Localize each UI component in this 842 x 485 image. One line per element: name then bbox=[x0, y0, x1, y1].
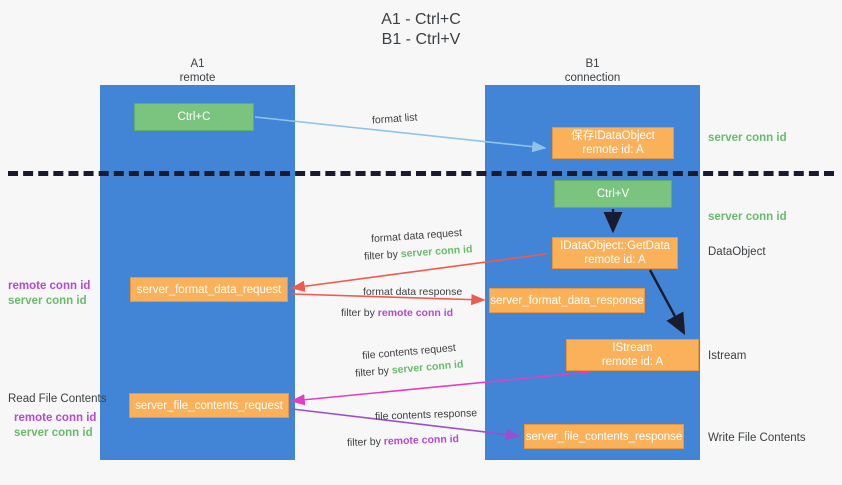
label-server-conn-id-left-bottom: server conn id bbox=[14, 427, 93, 439]
label-remote-conn-id-top: remote conn id bbox=[8, 280, 91, 292]
box-istream-line-2: remote id: A bbox=[601, 356, 664, 368]
session-divider bbox=[8, 171, 834, 176]
caption-format-data-response: format data response bbox=[363, 286, 463, 298]
box-server-format-data-response[interactable]: server_format_data_response bbox=[489, 288, 645, 313]
lane-a1-title: A1 bbox=[190, 58, 205, 70]
box-ctrl-v-label: Ctrl+V bbox=[596, 188, 630, 200]
lane-b1-title: B1 bbox=[585, 58, 600, 70]
caption-format-list: format list bbox=[371, 111, 418, 127]
box-ctrl-c-label: Ctrl+C bbox=[177, 111, 211, 123]
box-server-file-contents-request-label: server_file_contents_request bbox=[135, 399, 283, 412]
lane-header-a1: A1 remote bbox=[100, 57, 295, 85]
lane-a1-subtitle: remote bbox=[179, 72, 216, 84]
box-ctrl-v[interactable]: Ctrl+V bbox=[554, 180, 672, 208]
box-save-idataobject-line-2: remote id: A bbox=[582, 144, 644, 156]
lane-header-b1: B1 connection bbox=[485, 57, 700, 85]
caption-filter-value-4: remote conn id bbox=[383, 433, 460, 448]
caption-filter-by-3: filter by bbox=[354, 364, 390, 380]
box-server-file-contents-request[interactable]: server_file_contents_request bbox=[129, 393, 289, 418]
box-server-format-data-request[interactable]: server_format_data_request bbox=[130, 277, 288, 302]
caption-file-contents-response-filter: filter by remote conn id bbox=[347, 432, 459, 450]
box-server-format-data-request-label: server_format_data_request bbox=[136, 283, 282, 296]
box-istream-line-1: IStream bbox=[612, 342, 653, 354]
caption-filter-value-2: remote conn id bbox=[377, 307, 454, 319]
label-istream: Istream bbox=[708, 350, 747, 362]
caption-filter-value-1: server conn id bbox=[400, 243, 473, 261]
label-server-conn-id-top: server conn id bbox=[708, 132, 787, 144]
caption-filter-by-2: filter by bbox=[341, 307, 375, 319]
box-server-format-data-response-label: server_format_data_response bbox=[490, 294, 644, 307]
label-remote-conn-id-bottom: remote conn id bbox=[14, 412, 97, 424]
label-write-file-contents: Write File Contents bbox=[708, 432, 806, 444]
caption-filter-by-4: filter by bbox=[346, 435, 382, 449]
caption-file-contents-response: file contents response bbox=[374, 407, 478, 423]
box-server-file-contents-response[interactable]: server_file_contents_response bbox=[524, 424, 684, 449]
label-read-file-contents: Read File Contents bbox=[8, 393, 107, 405]
label-left-conn-ids-top: remote conn id server conn id bbox=[8, 279, 90, 309]
label-dataobject: DataObject bbox=[708, 246, 766, 258]
caption-filter-by-1: filter by bbox=[363, 248, 399, 263]
diagram-title: A1 - Ctrl+C B1 - Ctrl+V bbox=[0, 10, 842, 50]
caption-format-data-response-filter: filter by remote conn id bbox=[341, 306, 453, 320]
label-left-conn-ids-bottom: remote conn id server conn id bbox=[14, 411, 96, 441]
box-istream[interactable]: IStream remote id: A bbox=[566, 339, 699, 371]
label-server-conn-id-left-top: server conn id bbox=[8, 295, 87, 307]
box-save-idataobject-line-1: 保存IDataObject bbox=[571, 130, 655, 142]
box-getdata-line-2: remote id: A bbox=[584, 254, 646, 266]
box-save-idataobject[interactable]: 保存IDataObject remote id: A bbox=[552, 127, 674, 159]
label-server-conn-id-second: server conn id bbox=[708, 211, 787, 223]
lane-b1-subtitle: connection bbox=[564, 72, 621, 84]
caption-filter-value-3: server conn id bbox=[391, 358, 464, 377]
box-server-file-contents-response-label: server_file_contents_response bbox=[525, 430, 683, 443]
title-line-2: B1 - Ctrl+V bbox=[381, 31, 461, 48]
box-getdata-line-1: IDataObject::GetData bbox=[560, 240, 670, 252]
title-line-1: A1 - Ctrl+C bbox=[381, 11, 461, 28]
box-ctrl-c[interactable]: Ctrl+C bbox=[134, 103, 254, 131]
box-idataobject-getdata[interactable]: IDataObject::GetData remote id: A bbox=[552, 237, 678, 269]
